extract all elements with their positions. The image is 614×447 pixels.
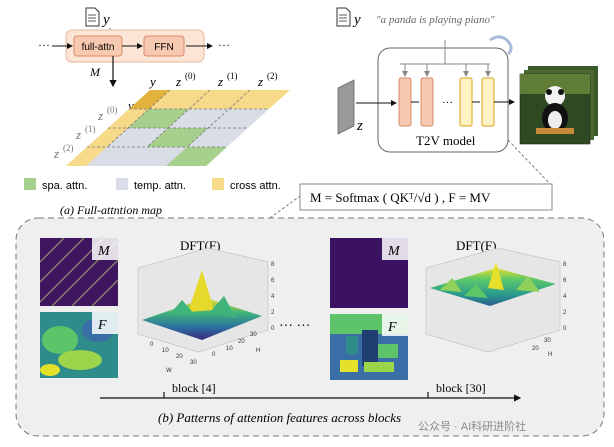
formula: M = Softmax ( QKᵀ/√d ) , F = MV [310,190,491,205]
grid-top-z2: z [257,74,263,89]
doc-label-right: y [352,12,361,28]
h-tick-0: 0 [212,352,216,358]
dft-plot-block30: DFT(F) 8 6 4 2 0 20 30 H [425,238,567,358]
z-tick-4-right: 4 [563,294,567,300]
full-attn-label: full-attn [82,42,115,53]
grid-col-cross [66,109,149,166]
legend-cross-label: cross attn. [230,180,281,192]
document-icon-right [336,7,351,27]
h-tick-30-right: 30 [544,338,551,344]
m-label: M [89,65,101,79]
dft-plot-block4: DFT(F) 8 6 4 2 0 0 10 20 30 0 10 20 30 [137,238,275,374]
f-tile-label-right: F [387,320,397,335]
attention-map-m-block30: M [330,238,408,308]
noise-input-icon [337,79,355,135]
dft-label-right: DFT(F) [456,238,496,253]
attention-features-panel: M F DFT(F) 8 6 4 2 0 [15,217,605,437]
block-4-label: block [4] [172,381,216,395]
model-ellipsis: ··· [442,97,453,109]
z-tick-8-right: 8 [563,262,567,268]
m-tile-label-right: M [387,244,401,259]
legend-spa-label: spa. attn. [42,180,87,192]
grid-top-z0: z [175,74,181,89]
prompt-text: "a panda is playing piano" [376,14,495,26]
attention-map-m-block4: M [39,237,119,307]
grid-row-cross [129,90,290,109]
ellipsis-right: ··· [218,38,230,52]
grid-spa-cell-0 [128,109,189,128]
grid-top-y: y [148,74,156,89]
h-axis-label-right: H [548,352,552,358]
grid-spa-cell-1 [147,128,208,147]
grid-top-z1-sup: (1) [227,71,238,81]
caption-b: (b) Patterns of attention features acros… [158,410,401,425]
z-tick-2: 2 [271,310,275,316]
w-tick-0: 0 [150,342,154,348]
legend-cross-swatch [212,178,224,190]
model-label: T2V model [416,133,476,148]
model-block-3 [459,77,473,127]
ffn-box [143,35,185,57]
middle-ellipsis: ··· ··· [279,319,310,334]
w-axis-label: W [166,368,172,374]
h-tick-10: 10 [226,346,233,352]
feature-map-f-block4: F [40,312,118,378]
doc-label: y [101,12,110,28]
f-tile-label-left: F [97,318,107,333]
caption-a: (a) Full-attntion map [60,203,162,217]
model-block-4 [481,77,495,127]
w-tick-10: 10 [162,348,169,354]
grid-top-z2-sup: (2) [267,71,278,81]
ffn-label: FFN [154,42,173,53]
formula-box [299,183,553,211]
z-tick-2-right: 2 [563,310,567,316]
z-tick-6: 6 [271,278,275,284]
grid-side-z1: z [75,127,81,142]
grid-side-y: y [126,98,134,113]
h-tick-20: 20 [238,339,245,345]
w-tick-30: 30 [190,360,197,366]
full-attention-panel: y full-attn FFN ··· ··· M y z (0) z (1) … [24,7,290,217]
grid-side-z2: z [53,146,59,161]
grid-side-z0: z [97,108,103,123]
model-block-2 [420,77,434,127]
document-icon [85,7,100,27]
block-30-label: block [30] [436,381,486,395]
grid-side-z2-sup: (2) [63,143,74,153]
z-tick-4: 4 [271,294,275,300]
watermark: 公众号 · AI科研进阶社 [418,419,526,433]
t2v-model-panel: y "a panda is playing piano" ··· T2V mod… [269,7,598,219]
grid-top-z1: z [217,74,223,89]
feature-map-f-block30: F [330,314,408,380]
grid-side-z0-sup: (0) [107,105,118,115]
z-tick-0-right: 0 [563,326,567,332]
output-video-icon [519,66,598,145]
h-tick-30: 30 [250,332,257,338]
h-axis-label: H [256,348,260,354]
z-tick-0: 0 [271,326,275,332]
grid-spa-cell-2 [166,147,227,166]
z-tick-6-right: 6 [563,278,567,284]
grid-top-z0-sup: (0) [185,71,196,81]
h-tick-20-right: 20 [532,346,539,352]
legend-temp-swatch [116,178,128,190]
legend-temp-label: temp. attn. [134,180,186,192]
z-label: z [356,118,363,134]
grid-side-z1-sup: (1) [85,124,96,134]
m-tile-label-left: M [97,244,111,259]
legend: spa. attn. temp. attn. cross attn. [24,178,281,192]
model-block-1 [398,77,412,127]
loop-arrow-icon [489,35,513,56]
attention-map-grid [66,89,290,166]
ellipsis-left: ··· [38,38,50,52]
z-tick-8: 8 [271,262,275,268]
legend-spa-swatch [24,178,36,190]
w-tick-20: 20 [176,354,183,360]
grid-yy-cell [129,90,170,109]
